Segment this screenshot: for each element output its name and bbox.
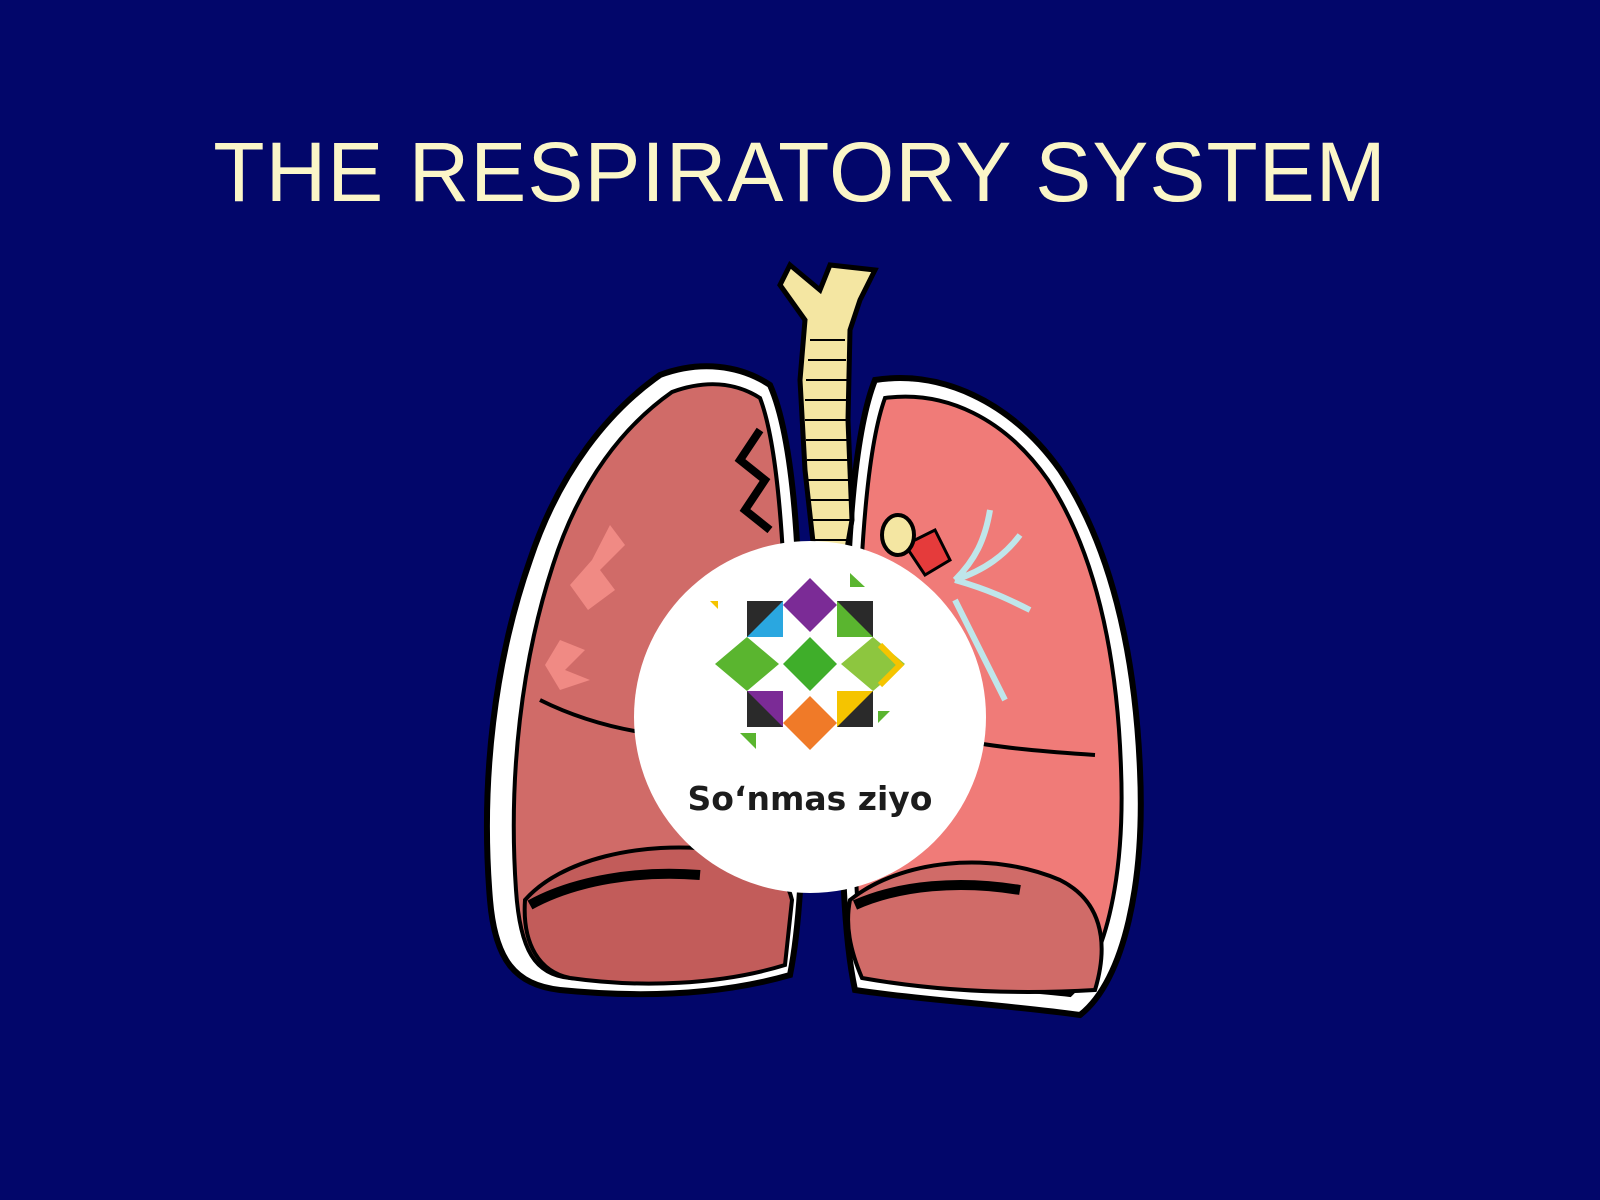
logo-text: So‘nmas ziyo bbox=[687, 779, 933, 818]
logo-badge: So‘nmas ziyo bbox=[634, 541, 986, 893]
trachea bbox=[777, 261, 879, 563]
logo-mark-icon bbox=[710, 573, 905, 750]
slide-title: THE RESPIRATORY SYSTEM bbox=[213, 125, 1387, 219]
